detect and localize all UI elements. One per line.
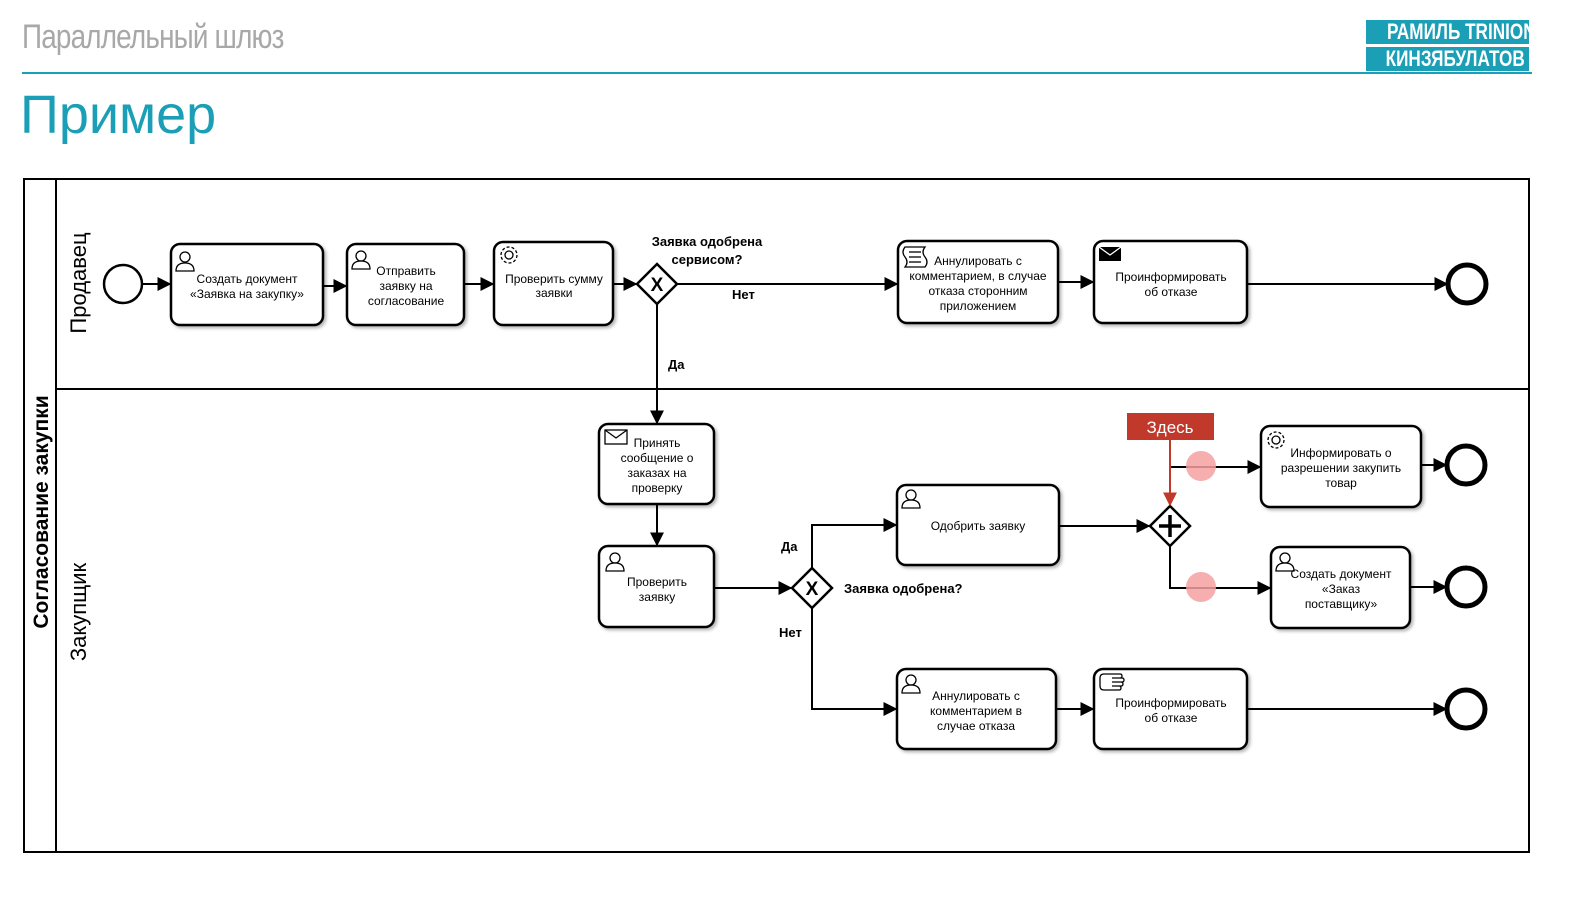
flow-label-yes: Да (668, 357, 685, 372)
task-label: Информировать о (1290, 446, 1392, 460)
task-label: Проверить (627, 575, 687, 589)
lane-label-seller: Продавец (66, 232, 91, 334)
end-event-seller (1445, 262, 1489, 306)
user-icon (901, 674, 921, 694)
task-label: заявку на (379, 279, 432, 293)
flow-label-no: Нет (779, 625, 802, 640)
task-label: Принять (634, 436, 681, 450)
task-label: «Заявка на закупку» (190, 287, 304, 301)
logo-line-2: КИНЗЯБУЛАТОВ (1366, 47, 1529, 71)
callout-label: Здесь (1147, 418, 1194, 437)
flow-label-no: Нет (732, 287, 755, 302)
task-label: согласование (368, 294, 445, 308)
exclusive-gateway-service: X (635, 262, 679, 306)
end-event-inform (1444, 443, 1488, 487)
task-label: Отправить (376, 264, 436, 278)
callout-here: Здесь (1127, 413, 1214, 507)
gear-icon (1267, 431, 1285, 449)
end-event-order (1444, 565, 1488, 609)
task-label: отказа сторонним (928, 284, 1027, 298)
lane-label-buyer: Закупщик (66, 562, 91, 661)
user-icon (1275, 552, 1295, 572)
task-label: Проинформировать (1115, 696, 1226, 710)
task-label: Проверить сумму (505, 272, 603, 286)
task-label: комментарием, в случае (909, 269, 1047, 283)
manual-task-hand-icon (1099, 673, 1125, 691)
task-label: приложением (940, 299, 1017, 313)
task-label: заявку (639, 590, 675, 604)
user-icon (351, 250, 371, 270)
task-label: Аннулировать с (934, 254, 1022, 268)
logo: РАМИЛЬ TRINION КИНЗЯБУЛАТОВ (1366, 20, 1529, 72)
send-message-icon (1098, 246, 1122, 261)
svg-text:X: X (651, 275, 664, 296)
gear-icon (500, 246, 518, 264)
token-marker (1186, 451, 1216, 481)
token-marker (1186, 572, 1216, 602)
task-label: поставщику» (1305, 597, 1378, 611)
svg-text:X: X (806, 579, 819, 600)
task-label: разрешении закупить (1281, 461, 1401, 475)
exclusive-gateway-approval: X (790, 566, 834, 610)
end-event-reject (1444, 687, 1488, 731)
pool-label: Согласование закупки (30, 395, 53, 628)
task-label: Аннулировать с (932, 689, 1020, 703)
task-label: Создать документ (1291, 567, 1392, 581)
header-divider (22, 72, 1532, 74)
task-label: проверку (632, 481, 683, 495)
pool-frame (23, 178, 1530, 853)
task-label: Одобрить заявку (931, 519, 1026, 533)
task-label: заявки (535, 286, 572, 300)
user-icon (605, 552, 625, 572)
task-label: комментарием в (930, 704, 1022, 718)
gateway-question: Заявка одобрена? (844, 581, 963, 596)
page-title: Пример (20, 85, 217, 145)
task-label: случае отказа (937, 719, 1015, 733)
task-label: об отказе (1145, 711, 1198, 725)
user-icon (901, 489, 921, 509)
logo-line-1: РАМИЛЬ TRINION (1366, 20, 1529, 44)
task-label: Создать документ (197, 272, 298, 286)
task-label: товар (1325, 476, 1357, 490)
gateway-question: Заявка одобрена (652, 234, 763, 249)
task-label: об отказе (1145, 285, 1198, 299)
gateway-question: сервисом? (672, 252, 743, 267)
task-label: «Заказ (1322, 582, 1361, 596)
user-icon (175, 251, 195, 272)
section-subtitle: Параллельный шлюз (22, 18, 284, 56)
sequence-flows (142, 275, 1449, 716)
task-label: Проинформировать (1115, 270, 1226, 284)
script-icon (902, 246, 928, 268)
start-event (102, 263, 144, 305)
flow-label-yes: Да (781, 539, 798, 554)
task-label: сообщение о (621, 451, 694, 465)
parallel-gateway (1148, 504, 1192, 548)
task-label: заказах на (627, 466, 686, 480)
receive-message-icon (604, 429, 628, 445)
